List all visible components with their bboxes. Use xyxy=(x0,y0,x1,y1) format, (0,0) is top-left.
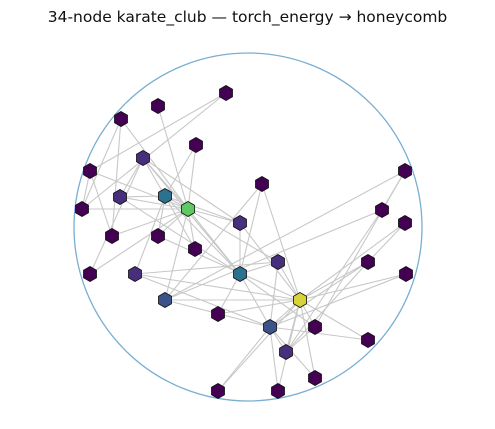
graph-node xyxy=(158,188,172,204)
graph-edge xyxy=(269,261,279,328)
graph-node xyxy=(136,150,150,166)
graph-edge xyxy=(164,195,241,275)
graph-node xyxy=(399,266,413,282)
graph-node xyxy=(151,228,165,244)
graph-edge xyxy=(89,157,144,275)
graph-edge xyxy=(89,170,113,237)
graph-edge xyxy=(269,273,407,328)
edge-layer xyxy=(81,92,407,392)
graph-edge xyxy=(299,299,316,379)
graph-edge xyxy=(269,326,369,341)
graph-edge xyxy=(142,157,241,275)
graph-node xyxy=(219,85,233,101)
graph-node xyxy=(233,215,247,231)
graph-node xyxy=(75,201,89,217)
graph-edge xyxy=(142,157,166,197)
graph-edge xyxy=(269,261,369,328)
graph-node xyxy=(293,292,307,308)
graph-edge xyxy=(111,118,122,237)
graph-edge xyxy=(164,183,263,301)
graph-edge xyxy=(81,92,227,210)
graph-edge xyxy=(119,195,166,198)
graph-node xyxy=(255,176,269,192)
graph-edge xyxy=(164,195,196,250)
graph-node xyxy=(113,189,127,205)
graph-edge xyxy=(134,261,279,275)
graph-edge xyxy=(157,105,189,210)
graph-node xyxy=(181,201,195,217)
graph-edge xyxy=(239,183,263,275)
graph-edge xyxy=(299,299,369,341)
graph-edge xyxy=(111,208,189,237)
graph-node xyxy=(151,98,165,114)
graph-edge xyxy=(187,144,197,210)
graph-node xyxy=(271,254,285,270)
graph-node xyxy=(211,383,225,399)
graph-edge xyxy=(164,195,241,224)
graph-edge xyxy=(314,170,406,328)
graph-edge xyxy=(164,170,406,301)
graph-node xyxy=(271,383,285,399)
graph-node xyxy=(114,111,128,127)
graph-edge xyxy=(164,208,189,301)
graph-edge xyxy=(119,196,241,275)
graph-node xyxy=(105,228,119,244)
graph-edge xyxy=(89,208,189,275)
graph-node xyxy=(263,319,277,335)
graph-edge xyxy=(217,273,241,315)
graph-edge xyxy=(142,157,241,224)
graph-edge xyxy=(120,118,189,210)
graph-edge xyxy=(299,261,369,301)
graph-edge xyxy=(277,261,301,301)
graph-edge xyxy=(367,222,406,263)
graph-edge xyxy=(89,92,227,172)
graph-node xyxy=(128,266,142,282)
graph-edge xyxy=(134,195,166,275)
graph-node xyxy=(279,344,293,360)
graph-edge xyxy=(164,209,383,301)
graph-node xyxy=(189,137,203,153)
graph-edge xyxy=(269,326,279,392)
graph-edge xyxy=(119,196,189,210)
node-layer xyxy=(75,85,413,399)
graph-node xyxy=(398,163,412,179)
graph-edge xyxy=(299,222,406,301)
graph-node xyxy=(158,292,172,308)
graph-edge xyxy=(164,144,197,197)
graph-edge xyxy=(239,222,301,301)
graph-edge xyxy=(119,157,144,198)
graph-node xyxy=(83,163,97,179)
graph-node xyxy=(398,215,412,231)
graph-edge xyxy=(217,326,271,392)
diagram-title: 34-node karate_club — torch_energy → hon… xyxy=(47,8,448,26)
graph-node xyxy=(308,319,322,335)
graph-node xyxy=(375,202,389,218)
graph-node xyxy=(308,370,322,386)
boundary-circle xyxy=(73,52,423,402)
graph-node xyxy=(211,306,225,322)
graph-edge xyxy=(217,299,301,392)
graph-edge xyxy=(134,273,301,301)
graph-node xyxy=(188,241,202,257)
graph-node xyxy=(233,266,247,282)
graph-edge xyxy=(157,235,301,301)
graph-node xyxy=(83,266,97,282)
graph-node xyxy=(361,332,375,348)
graph-edge xyxy=(261,183,301,301)
graph-node xyxy=(361,254,375,270)
